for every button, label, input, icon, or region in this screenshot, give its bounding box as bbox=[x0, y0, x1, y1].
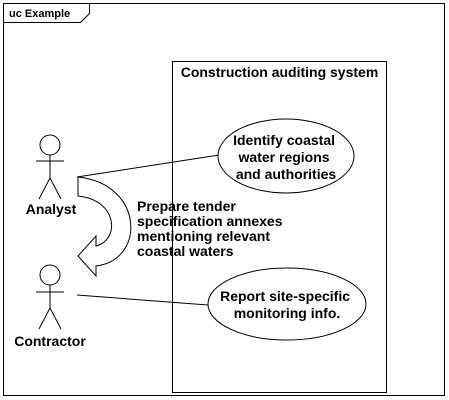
actor-contractor-head bbox=[39, 264, 61, 286]
flow-note-line: coastal waters bbox=[137, 243, 234, 259]
use-case-report-monitoring[interactable] bbox=[207, 267, 367, 341]
flow-note: Prepare tender specification annexes men… bbox=[137, 198, 286, 259]
use-case-identify-line: and authorities bbox=[236, 166, 337, 182]
actor-contractor-leg-right bbox=[49, 307, 62, 330]
use-case-report-line: monitoring info. bbox=[234, 305, 341, 321]
use-case-identify-label: Identify coastal water regions and autho… bbox=[233, 132, 339, 182]
actor-contractor[interactable] bbox=[36, 264, 64, 330]
flow-note-line: mentioning relevant bbox=[137, 228, 270, 244]
system-title: Construction auditing system bbox=[181, 64, 379, 80]
use-case-identify-line: water regions bbox=[238, 149, 330, 165]
use-case-identify-line: Identify coastal bbox=[233, 132, 335, 148]
frame-name-tab bbox=[3, 3, 90, 23]
actor-contractor-leg-left bbox=[38, 307, 51, 330]
flow-note-line: specification annexes bbox=[137, 213, 283, 229]
actor-analyst[interactable] bbox=[36, 134, 64, 200]
actor-analyst-name: Analyst bbox=[26, 201, 77, 217]
flow-note-line: Prepare tender bbox=[137, 198, 236, 214]
actor-analyst-head bbox=[39, 134, 61, 156]
use-case-identify-coastal-waters[interactable] bbox=[217, 118, 355, 194]
association-contractor-report bbox=[76, 294, 209, 306]
association-analyst-identify bbox=[76, 154, 220, 178]
use-case-report-label: Report site-specific monitoring info. bbox=[220, 288, 354, 321]
flow-arrow bbox=[77, 176, 132, 278]
use-case-report-line: Report site-specific bbox=[220, 288, 350, 304]
frame-label: uc Example bbox=[9, 8, 70, 20]
actor-analyst-leg-right bbox=[49, 177, 62, 200]
actor-analyst-leg-left bbox=[38, 177, 51, 200]
actor-contractor-name: Contractor bbox=[14, 333, 86, 349]
